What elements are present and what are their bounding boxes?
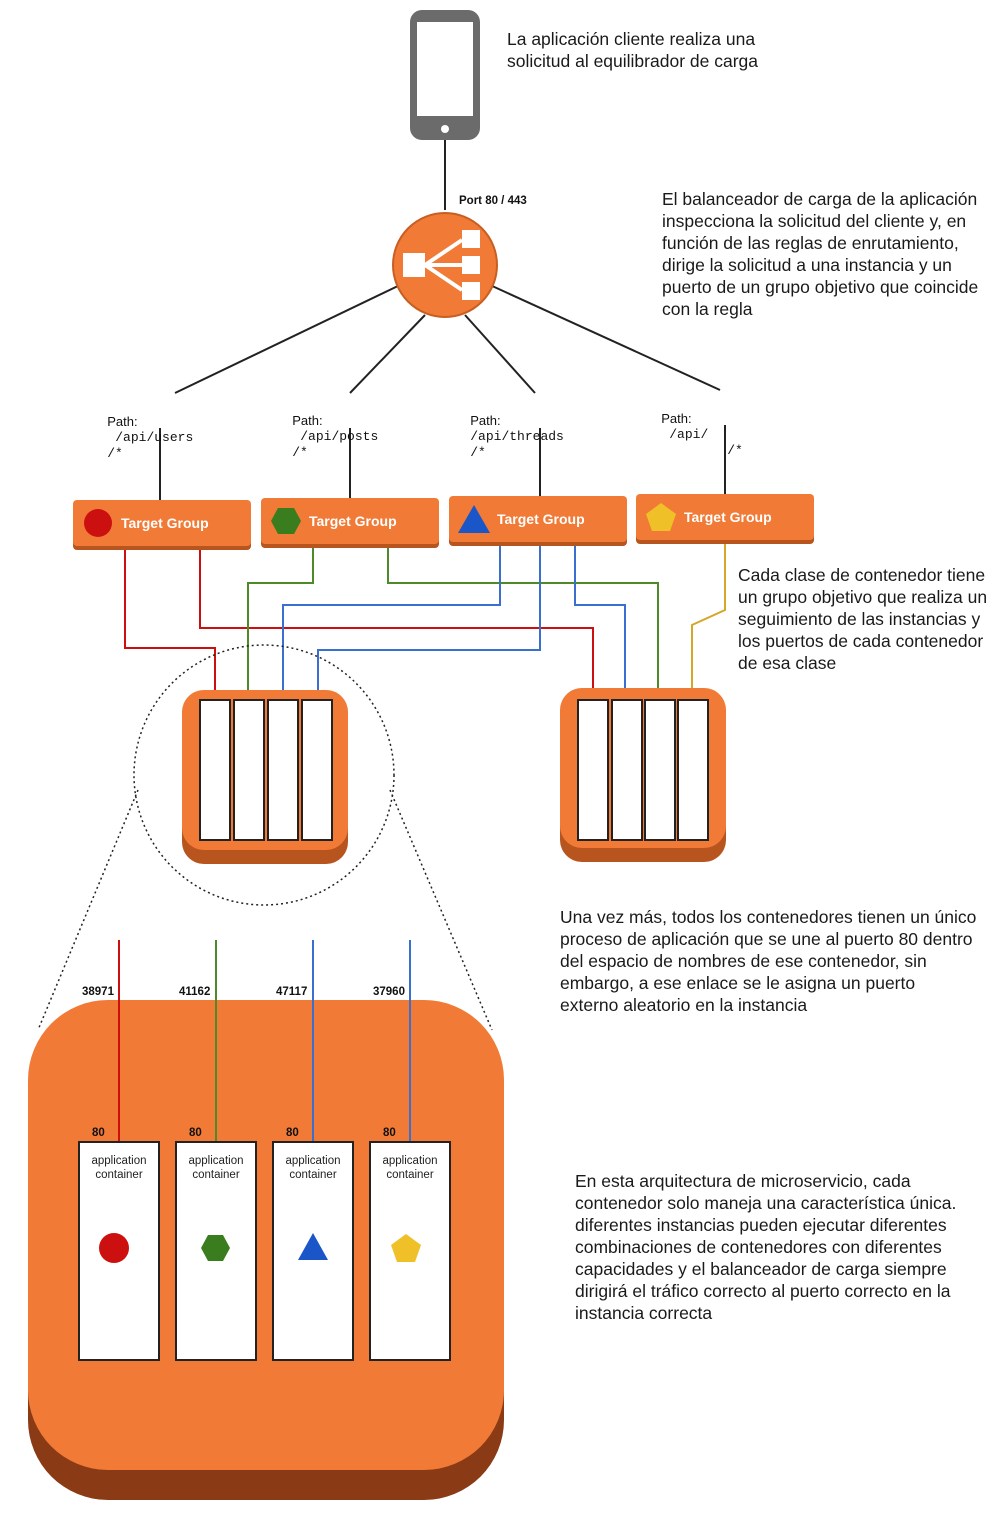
target-group-label: Target Group [497,511,585,527]
instance-wires [124,540,726,700]
target-group-threads: Target Group [449,496,627,542]
instance-2 [560,688,726,862]
target-group-posts: Target Group [261,498,439,544]
client-note: La aplicación cliente realiza una solici… [507,29,758,71]
path-prefix: Path: [661,411,692,426]
green-hexagon-icon [201,1235,230,1261]
path-suffix: /* [727,443,743,458]
container-label-1: application container [91,1155,147,1181]
internal-port-3: 80 [286,1127,299,1139]
internal-port-4: 80 [383,1127,396,1139]
path-suffix: /* [470,445,486,460]
zoom-indicator [37,644,493,1031]
path-label-users: Path: /api/users /* [100,399,193,461]
routing-lines [159,284,726,500]
internal-port-1: 80 [92,1127,105,1139]
target-group-api: Target Group [636,494,814,540]
internal-port-2: 80 [189,1127,202,1139]
lb-port-label: Port 80 / 443 [459,195,527,207]
ports-note: Una vez más, todos los contenedores tien… [560,907,977,1015]
yellow-pentagon-icon [646,503,676,531]
path-prefix: Path: [292,413,323,428]
target-group-users: Target Group [73,500,251,546]
red-circle-icon [99,1233,129,1263]
path-prefix: Path: [470,413,501,428]
blue-triangle-icon [458,505,490,533]
container-label-2: application container [188,1155,244,1181]
blue-triangle-icon [298,1233,328,1260]
container-label-4: application container [382,1155,438,1181]
target-group-label: Target Group [121,515,209,531]
microservice-note: En esta arquitectura de microservicio, c… [575,1171,957,1323]
external-port-1: 38971 [82,986,114,998]
path-suffix: /* [292,445,308,460]
yellow-pentagon-icon [391,1234,421,1262]
external-port-4: 37960 [373,986,405,998]
target-group-label: Target Group [309,513,397,529]
path-route: /api/ [669,427,709,442]
path-prefix: Path: [107,414,138,429]
load-balancer-icon [392,212,498,318]
target-group-note: Cada clase de contenedor tiene un grupo … [738,565,988,673]
path-label-root: Path: /api/ /* [654,396,743,458]
path-suffix: /* [107,446,123,461]
external-port-3: 47117 [276,986,308,998]
container-label-3: application container [285,1155,341,1181]
container-port-wires [118,940,411,1142]
path-route: /api/threads [470,429,564,444]
path-route: /api/users [115,430,194,445]
load-balancer-note: El balanceador de carga de la aplicación… [662,189,979,319]
mobile-phone-icon [410,10,480,140]
path-label-threads: Path: /api/threads /* [463,398,564,460]
path-route: /api/posts [300,429,379,444]
green-hexagon-icon [271,508,301,534]
instance-1 [182,690,348,864]
target-group-label: Target Group [684,509,772,525]
path-label-posts: Path: /api/posts /* [285,398,378,460]
red-circle-icon [84,509,112,537]
external-port-2: 41162 [179,986,211,998]
